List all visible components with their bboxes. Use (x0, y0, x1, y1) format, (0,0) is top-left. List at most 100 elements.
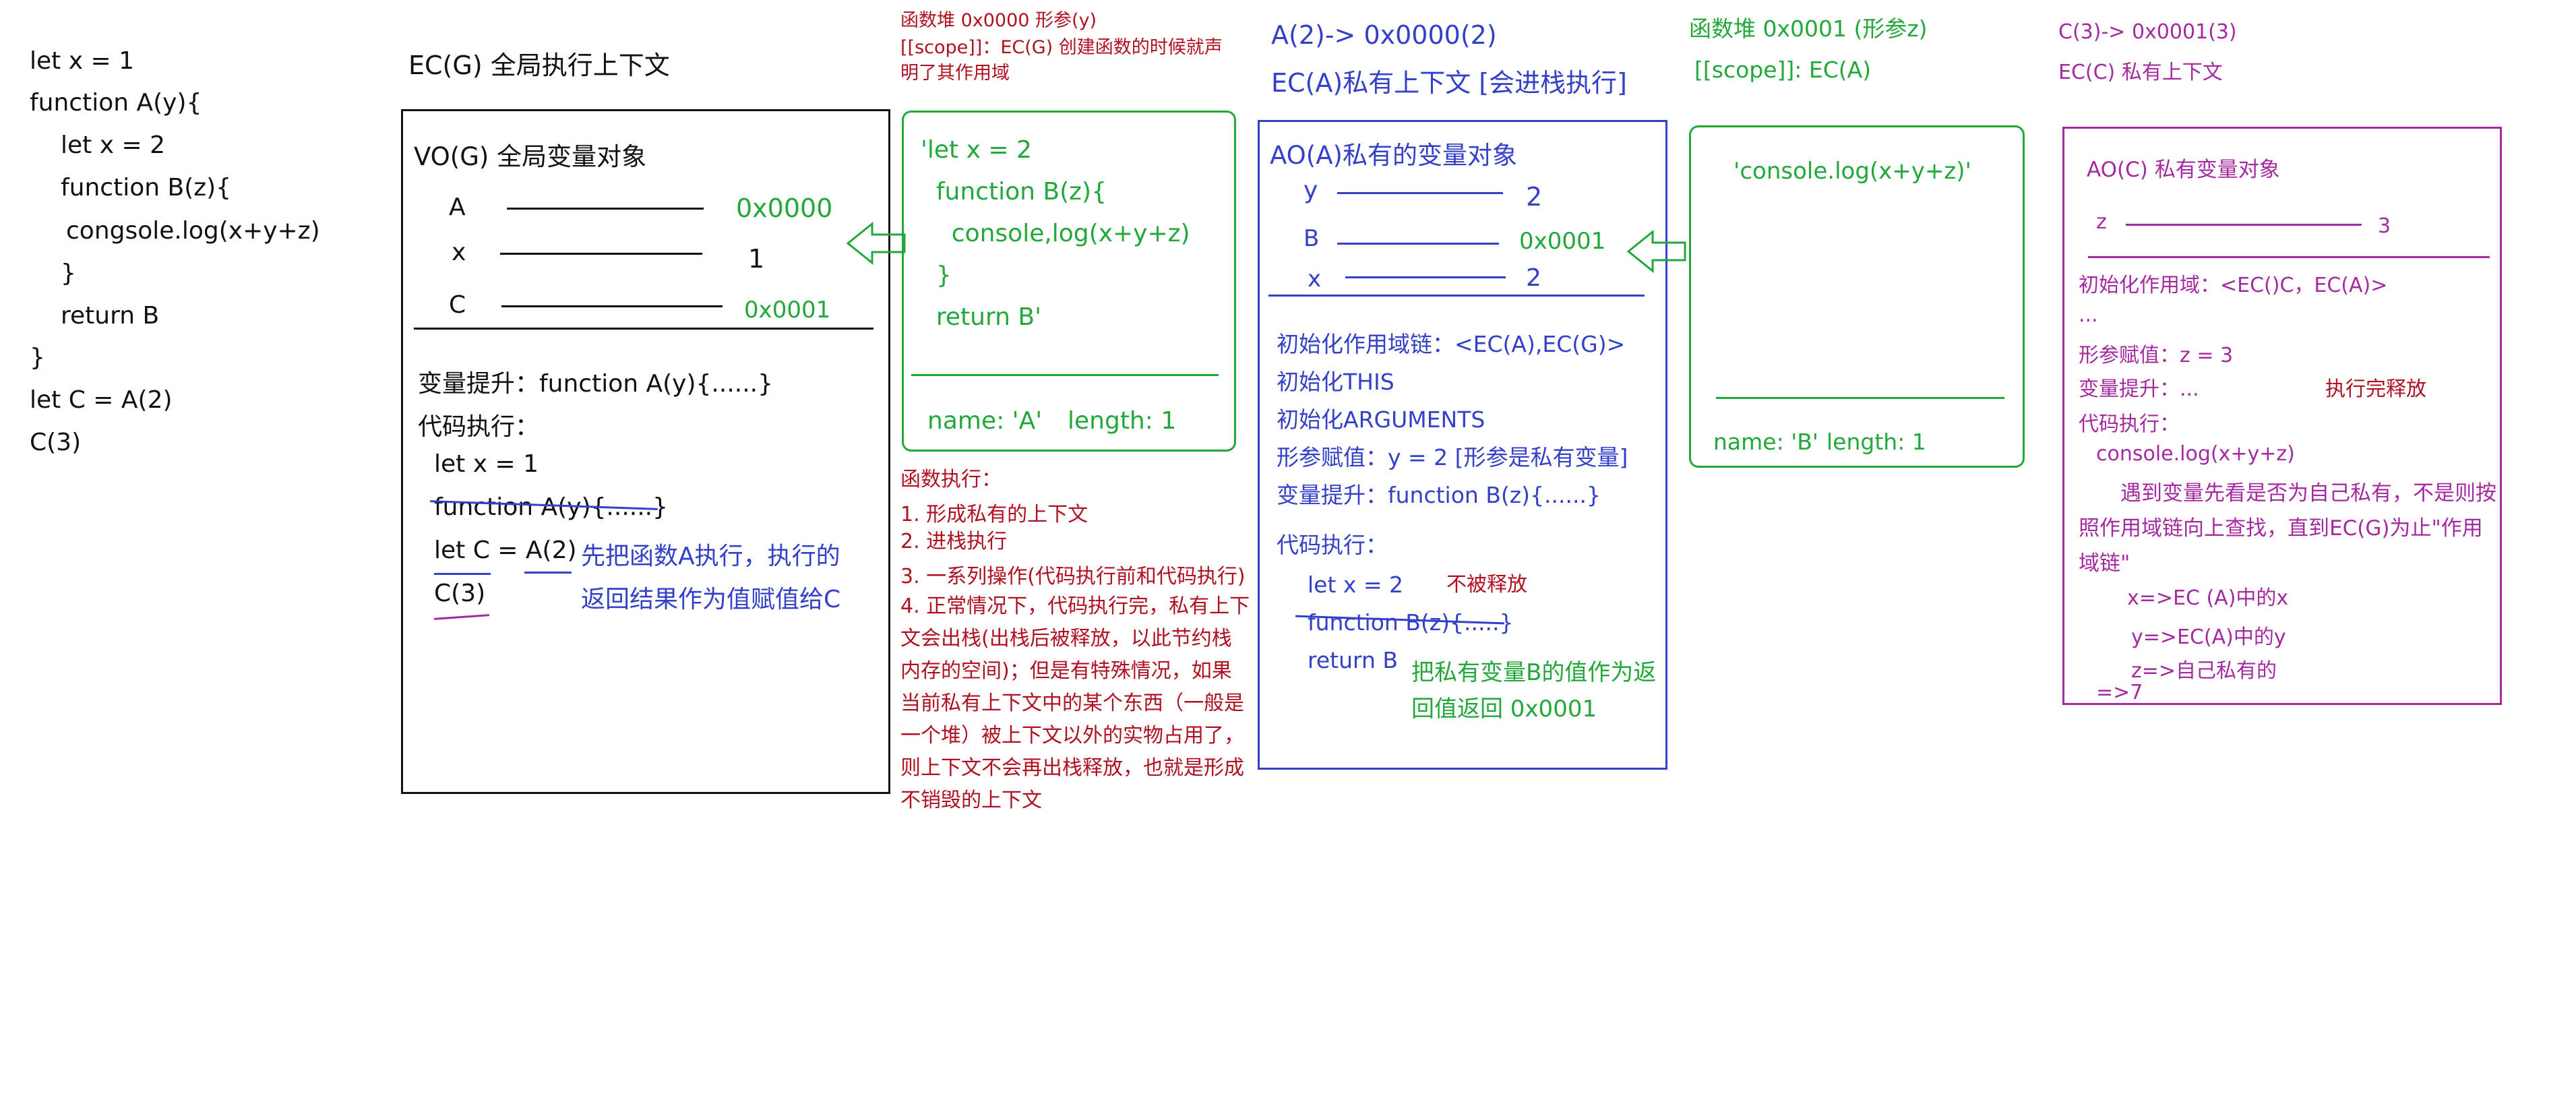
ecc-header2: EC(C) 私有上下文 (2058, 61, 2223, 84)
ecg-hoist: 变量提升：function A(y){......} (418, 370, 773, 398)
ecc-ao-title: AO(C) 私有变量对象 (2087, 158, 2280, 182)
vo-var-name: A (449, 193, 466, 221)
vo-var-line (501, 305, 723, 307)
heap0-box (902, 111, 1236, 452)
ao-var-line (1337, 192, 1503, 194)
ao-var-value: 2 (1526, 182, 1543, 212)
heap1-divider (1716, 397, 2004, 399)
heap1-code: 'console.log(x+y+z)' (1734, 158, 1971, 185)
code-line: congsole.log(x+y+z) (66, 217, 320, 245)
heap0-header-title: 函数堆 0x0000 形参(y) (900, 10, 1097, 31)
code-line: C(3) (30, 429, 82, 456)
heap0-divider (911, 374, 1219, 376)
ecc-var-name: z (2096, 210, 2107, 234)
code-line: } (61, 259, 76, 287)
ecc-exec-code: console.log(x+y+z) (2096, 442, 2295, 466)
ao-var-name: x (1308, 266, 1322, 293)
eca-exec-title: 代码执行： (1277, 532, 1388, 558)
ao-var-value: 2 (1526, 264, 1541, 292)
ecc-released: 执行完释放 (2325, 377, 2426, 401)
code-line: let x = 1 (30, 47, 134, 75)
ecc-resolve: =>7 (2096, 681, 2143, 704)
underline (524, 572, 572, 574)
heap0-header-scope: [[scope]]：EC(G) 创建函数的时候就声明了其作用域 (900, 37, 1223, 84)
arrow-left-icon (846, 221, 906, 266)
vo-var-value: 0x0001 (744, 297, 831, 324)
code-line: function B(z){ (61, 174, 232, 202)
ecg-note: 先把函数A执行，执行的 (581, 543, 840, 570)
ecc-line: 变量提升：... (2079, 377, 2199, 401)
arrow-left-icon (1626, 229, 1686, 274)
ao-var-name: B (1304, 225, 1320, 252)
ecg-note: 返回结果作为值赋值给C (581, 586, 841, 613)
ao-var-name: y (1304, 177, 1318, 204)
eca-header1: A(2)-> 0x0000(2) (1271, 20, 1497, 50)
heap0-exec-step: 1. 形成私有的上下文 (900, 503, 1088, 526)
heap0-code-line: return B' (921, 303, 1041, 331)
code-line: let x = 2 (61, 131, 165, 159)
code-line: let C = A(2) (30, 386, 173, 414)
heap0-code-line: function B(z){ (921, 178, 1107, 206)
ecc-var-line (2126, 224, 2362, 226)
ecc-resolve: x=>EC (A)中的x (2127, 586, 2289, 610)
ao-var-value: 0x0001 (1519, 228, 1606, 255)
eca-exec-line: function B(z){.....} (1308, 609, 1514, 636)
eca-header2: EC(A)私有上下文 [会进栈执行] (1271, 68, 1627, 98)
code-line: return B (61, 302, 160, 330)
eca-box (1258, 120, 1667, 770)
vo-var-name: C (449, 291, 466, 319)
ecg-exec-line: let C = A(2) (434, 536, 577, 564)
ao-var-line (1345, 276, 1506, 278)
ecg-exec-line: C(3) (434, 580, 486, 607)
heap1-header-title: 函数堆 0x0001 (形参z) (1689, 16, 1928, 42)
vo-var-line (500, 253, 702, 255)
heap0-exec-title: 函数执行： (900, 468, 1002, 491)
vo-var-value: 1 (748, 244, 765, 274)
heap1-box (1689, 125, 2025, 468)
ecc-box (2062, 127, 2502, 705)
eca-return-note: 把私有变量B的值作为返 (1411, 659, 1657, 686)
eca-exec-line: return B (1308, 647, 1399, 673)
ecc-resolve: z=>自己私有的 (2131, 659, 2277, 683)
underline (434, 573, 491, 575)
code-line: function A(y){ (30, 89, 202, 117)
ecg-title: EC(G) 全局执行上下文 (408, 51, 670, 80)
heap0-exec-step: 2. 进栈执行 (900, 530, 1008, 553)
eca-return-note: 回值返回 0x0001 (1411, 696, 1597, 723)
vo-divider (414, 328, 873, 330)
eca-init-line: 初始化THIS (1277, 369, 1394, 395)
eca-init-line: 初始化ARGUMENTS (1277, 406, 1485, 433)
ecc-lookup: 遇到变量先看是否为自己私有，不是则按照作用域链向上查找，直到EC(G)为止"作用… (2079, 481, 2496, 576)
ecg-box (401, 109, 890, 794)
ao-divider (1268, 295, 1645, 297)
vo-title: VO(G) 全局变量对象 (414, 142, 647, 171)
ecc-line: ... (2079, 303, 2098, 327)
eca-init-line: 初始化作用域链：<EC(A),EC(G)> (1277, 331, 1626, 357)
heap0-code-line: console,log(x+y+z) (921, 220, 1190, 247)
ao-title: AO(A)私有的变量对象 (1270, 141, 1517, 170)
heap0-exec-step: 4. 正常情况下，代码执行完，私有上下文会出栈(出栈后被释放，以此节约栈内存的空… (900, 594, 1250, 812)
heap0-name: name: 'A' (927, 407, 1043, 435)
ecc-var-value: 3 (2378, 214, 2391, 238)
ecg-exec-line: function A(y){......} (434, 493, 668, 521)
heap0-length: length: 1 (1068, 407, 1177, 435)
eca-not-released: 不被释放 (1446, 573, 1527, 596)
vo-var-name: x (452, 239, 466, 266)
ecc-exec-title: 代码执行： (2079, 412, 2180, 436)
heap1-length: length: 1 (1827, 429, 1926, 455)
ecc-resolve: y=>EC(A)中的y (2131, 625, 2286, 649)
code-line: } (30, 344, 45, 371)
ecc-line: 初始化作用域：<EC()C，EC(A)> (2079, 274, 2388, 297)
vo-var-line (507, 208, 704, 210)
ecc-header1: C(3)-> 0x0001(3) (2058, 20, 2237, 44)
heap0-code-line: 'let x = 2 (921, 136, 1032, 164)
ecg-exec-line: let x = 1 (434, 450, 539, 478)
ecc-divider (2088, 256, 2490, 258)
heap1-name: name: 'B' (1713, 429, 1818, 455)
heap0-exec-step: 3. 一系列操作(代码执行前和代码执行) (900, 565, 1246, 588)
heap0-code-line: } (921, 262, 952, 289)
ecg-exec-title: 代码执行： (418, 413, 540, 441)
vo-var-value: 0x0000 (736, 193, 833, 223)
ecc-line: 形参赋值：z = 3 (2079, 344, 2234, 367)
eca-init-line: 形参赋值：y = 2 [形参是私有变量] (1277, 444, 1628, 470)
